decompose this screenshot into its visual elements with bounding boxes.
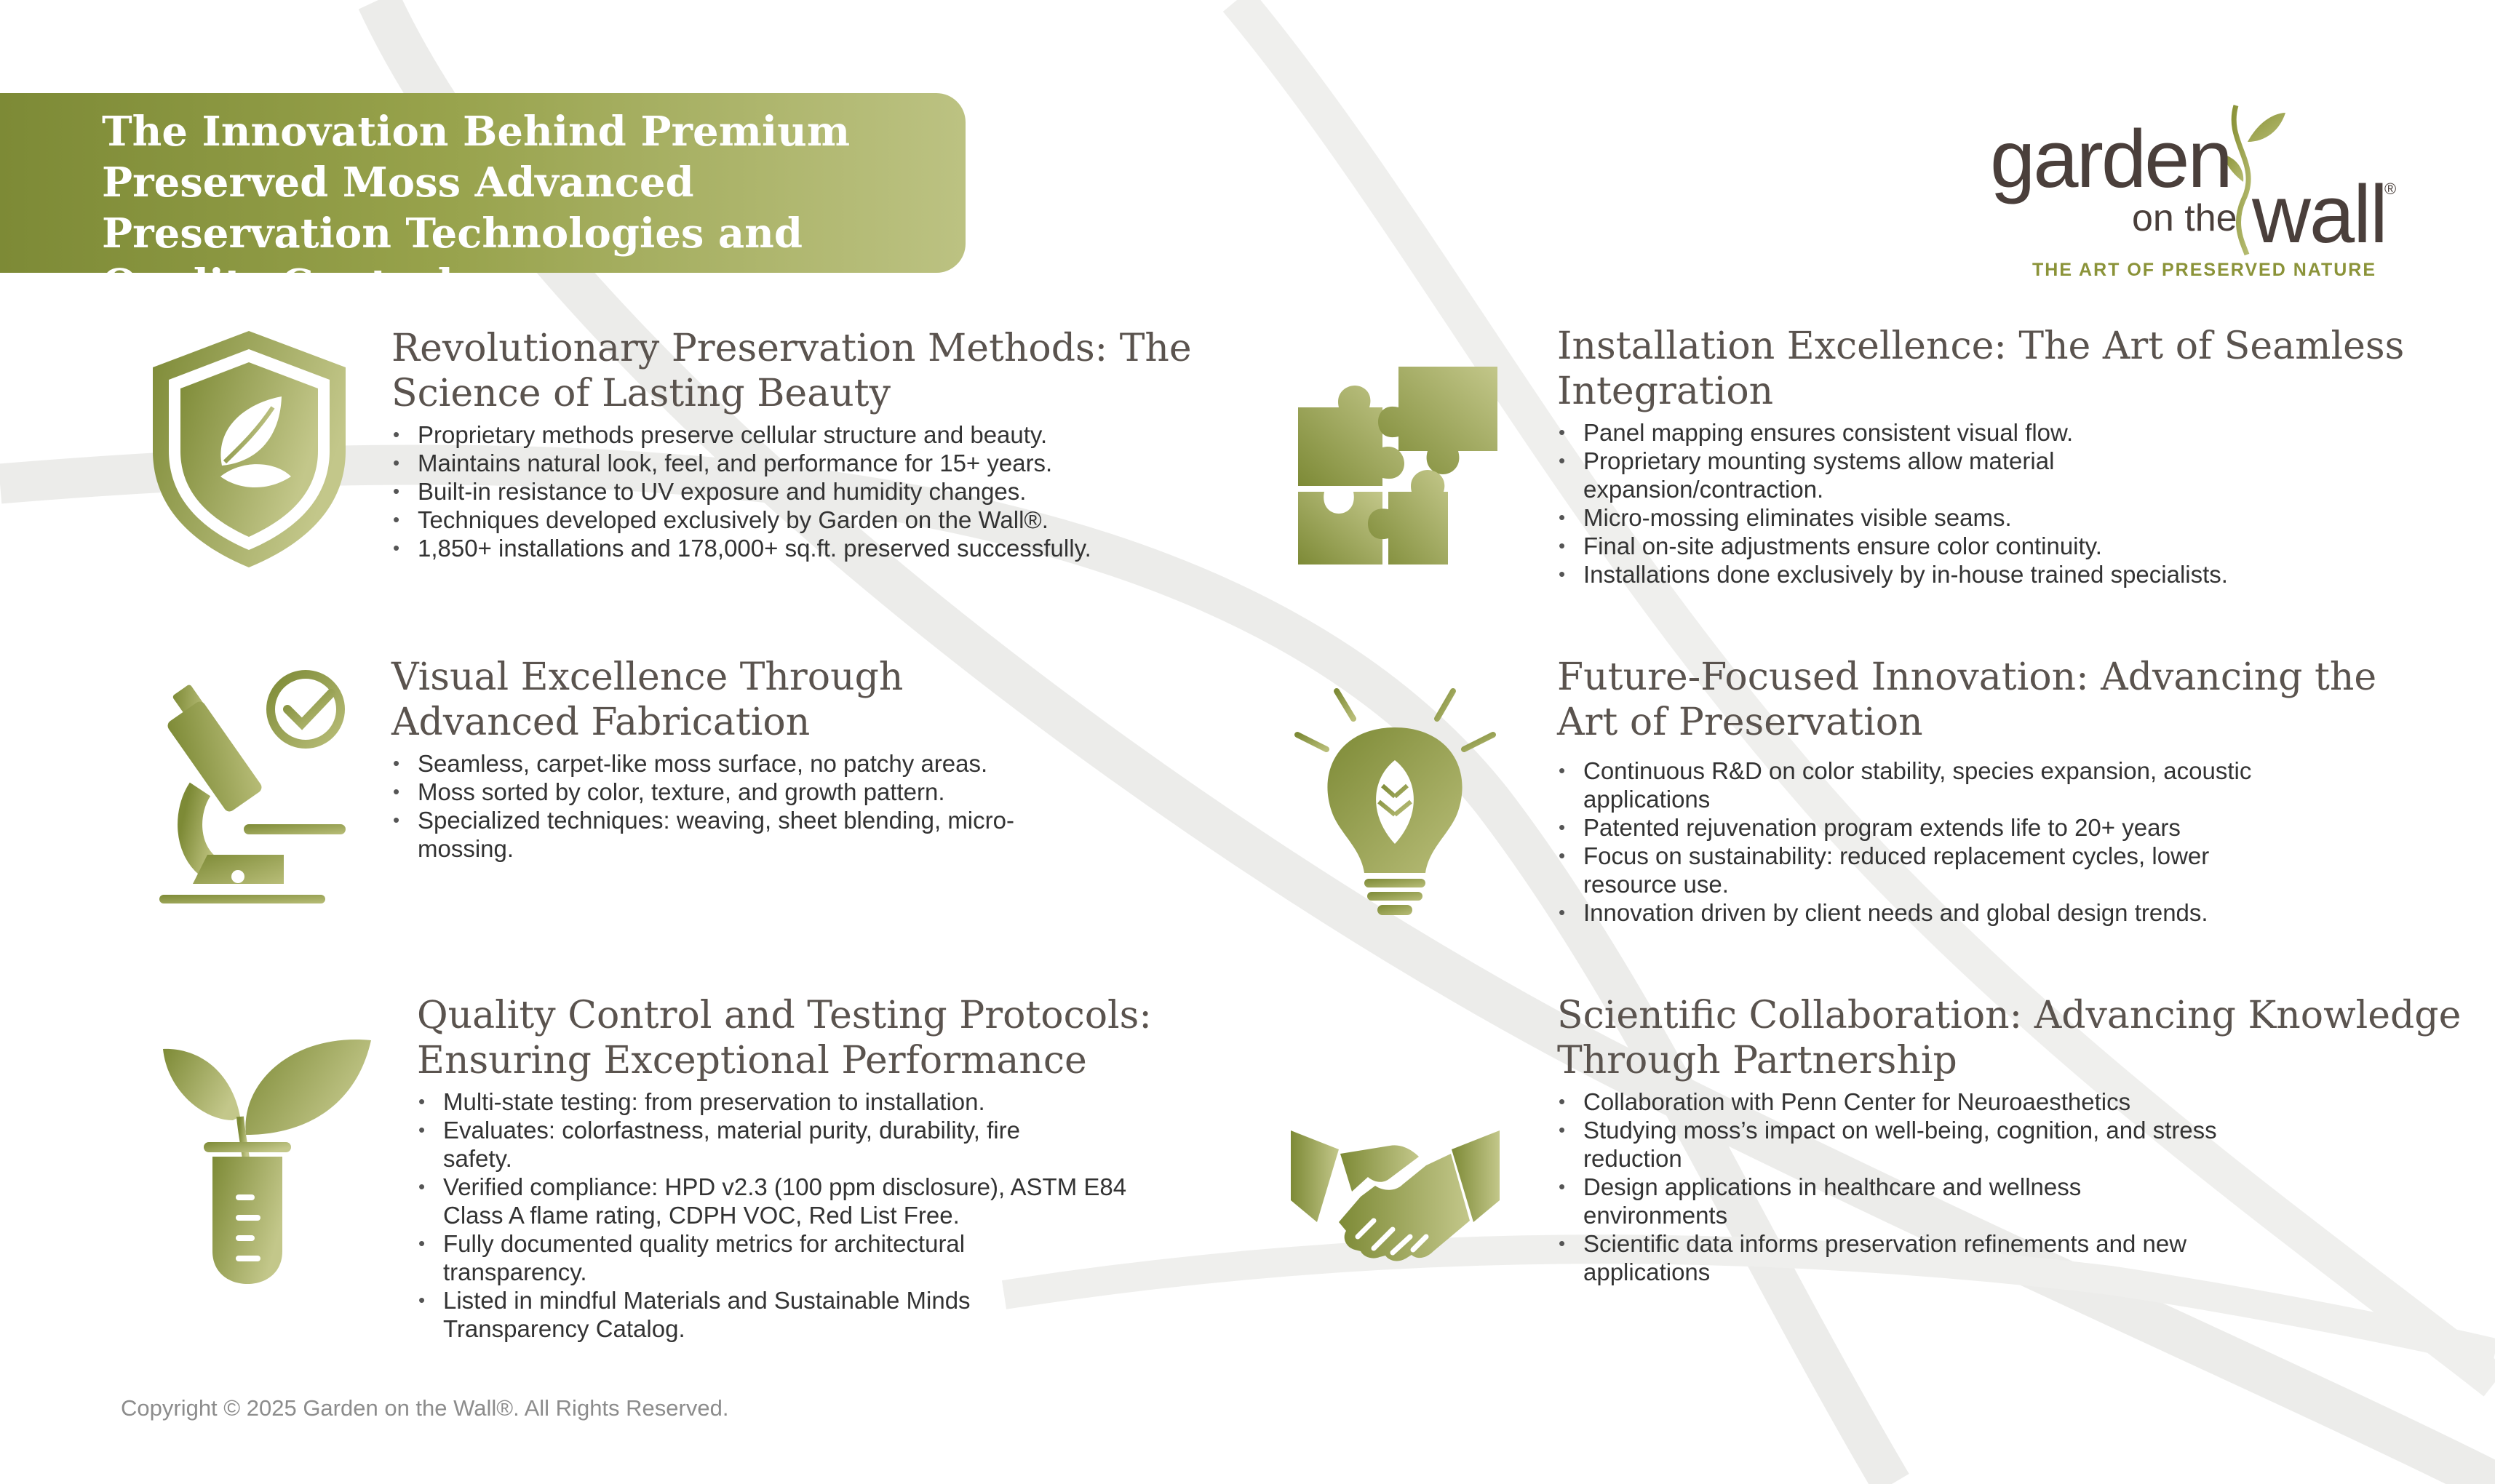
- list-item: Maintains natural look, feel, and perfor…: [391, 449, 1192, 477]
- section-preservation-methods: Revolutionary Preservation Methods: The …: [391, 326, 1192, 562]
- list-item: Patented rejuvenation program extends li…: [1557, 813, 2292, 842]
- section-future-innovation: Future-Focused Innovation: Advancing the…: [1557, 655, 2430, 927]
- section-visual-excellence: Visual Excellence Through Advanced Fabri…: [391, 655, 1119, 863]
- puzzle-icon: [1298, 367, 1497, 565]
- list-item: Innovation driven by client needs and gl…: [1557, 898, 2292, 927]
- section-title: Scientific Collaboration: Advancing Know…: [1557, 994, 2462, 1082]
- bullet-list: Continuous R&D on color stability, speci…: [1557, 757, 2292, 927]
- list-item: Proprietary methods preserve cellular st…: [391, 420, 1192, 449]
- section-title: Revolutionary Preservation Methods: The …: [391, 327, 1192, 415]
- list-item: Moss sorted by color, texture, and growt…: [391, 778, 1017, 806]
- copyright-notice: Copyright © 2025 Garden on the Wall®. Al…: [121, 1395, 729, 1421]
- vine-logo-icon: [2224, 104, 2285, 256]
- list-item: Seamless, carpet-like moss surface, no p…: [391, 749, 1017, 778]
- section-title: Quality Control and Testing Protocols: E…: [417, 994, 1152, 1082]
- bullet-list: Multi-state testing: from preservation t…: [417, 1088, 1130, 1343]
- logo-word-onthe: on the: [2132, 197, 2237, 239]
- brand-logo: garden on the wall ® THE ART OF PRESERVE…: [1990, 98, 2397, 287]
- bullet-list: Proprietary methods preserve cellular st…: [391, 420, 1192, 562]
- list-item: Scientific data informs preservation ref…: [1557, 1229, 2285, 1286]
- list-item: Built-in resistance to UV exposure and h…: [391, 477, 1192, 506]
- list-item: Multi-state testing: from preservation t…: [417, 1088, 1072, 1116]
- microscope-check-icon: [159, 670, 346, 903]
- list-item: Studying moss’s impact on well-being, co…: [1557, 1116, 2292, 1173]
- section-title: Installation Excellence: The Art of Seam…: [1557, 324, 2405, 413]
- title-band: The Innovation Behind Premium Preserved …: [0, 93, 966, 308]
- page-title: The Innovation Behind Premium Preserved …: [102, 108, 851, 308]
- handshake-icon: [1291, 1130, 1500, 1261]
- list-item: Continuous R&D on color stability, speci…: [1557, 757, 2292, 813]
- list-item: Final on-site adjustments ensure color c…: [1557, 532, 2430, 560]
- logo-tagline: THE ART OF PRESERVED NATURE: [2032, 260, 2377, 280]
- shield-leaf-icon: [153, 331, 346, 567]
- lightbulb-leaf-icon: [1294, 671, 1496, 915]
- list-item: Proprietary mounting systems allow mater…: [1557, 447, 2139, 503]
- list-item: Design applications in healthcare and we…: [1557, 1173, 2154, 1229]
- bullet-list: Seamless, carpet-like moss surface, no p…: [391, 749, 1017, 863]
- logo-word-wall: wall: [2252, 169, 2388, 260]
- section-scientific-collaboration: Scientific Collaboration: Advancing Know…: [1557, 993, 2474, 1286]
- list-item: Evaluates: colorfastness, material purit…: [417, 1116, 1072, 1173]
- list-item: Listed in mindful Materials and Sustaina…: [417, 1286, 1072, 1343]
- list-item: 1,850+ installations and 178,000+ sq.ft.…: [391, 534, 1192, 562]
- bullet-list: Panel mapping ensures consistent visual …: [1557, 418, 2430, 589]
- section-title: Visual Excellence Through Advanced Fabri…: [391, 655, 904, 744]
- test-tube-plant-icon: [163, 1040, 371, 1284]
- section-title: Future-Focused Innovation: Advancing the…: [1557, 655, 2377, 744]
- list-item: Micro-mossing eliminates visible seams.: [1557, 503, 2430, 532]
- list-item: Collaboration with Penn Center for Neuro…: [1557, 1088, 2292, 1116]
- list-item: Verified compliance: HPD v2.3 (100 ppm d…: [417, 1173, 1130, 1229]
- list-item: Techniques developed exclusively by Gard…: [391, 506, 1192, 534]
- logo-word-garden: garden: [1990, 113, 2233, 204]
- list-item: Focus on sustainability: reduced replace…: [1557, 842, 2292, 898]
- list-item: Panel mapping ensures consistent visual …: [1557, 418, 2430, 447]
- section-installation-excellence: Installation Excellence: The Art of Seam…: [1557, 324, 2430, 589]
- section-quality-control: Quality Control and Testing Protocols: E…: [417, 993, 1166, 1343]
- list-item: Installations done exclusively by in-hou…: [1557, 560, 2430, 589]
- logo-reg-mark: ®: [2384, 180, 2397, 198]
- bullet-list: Collaboration with Penn Center for Neuro…: [1557, 1088, 2292, 1286]
- list-item: Fully documented quality metrics for arc…: [417, 1229, 1072, 1286]
- list-item: Specialized techniques: weaving, sheet b…: [391, 806, 1017, 863]
